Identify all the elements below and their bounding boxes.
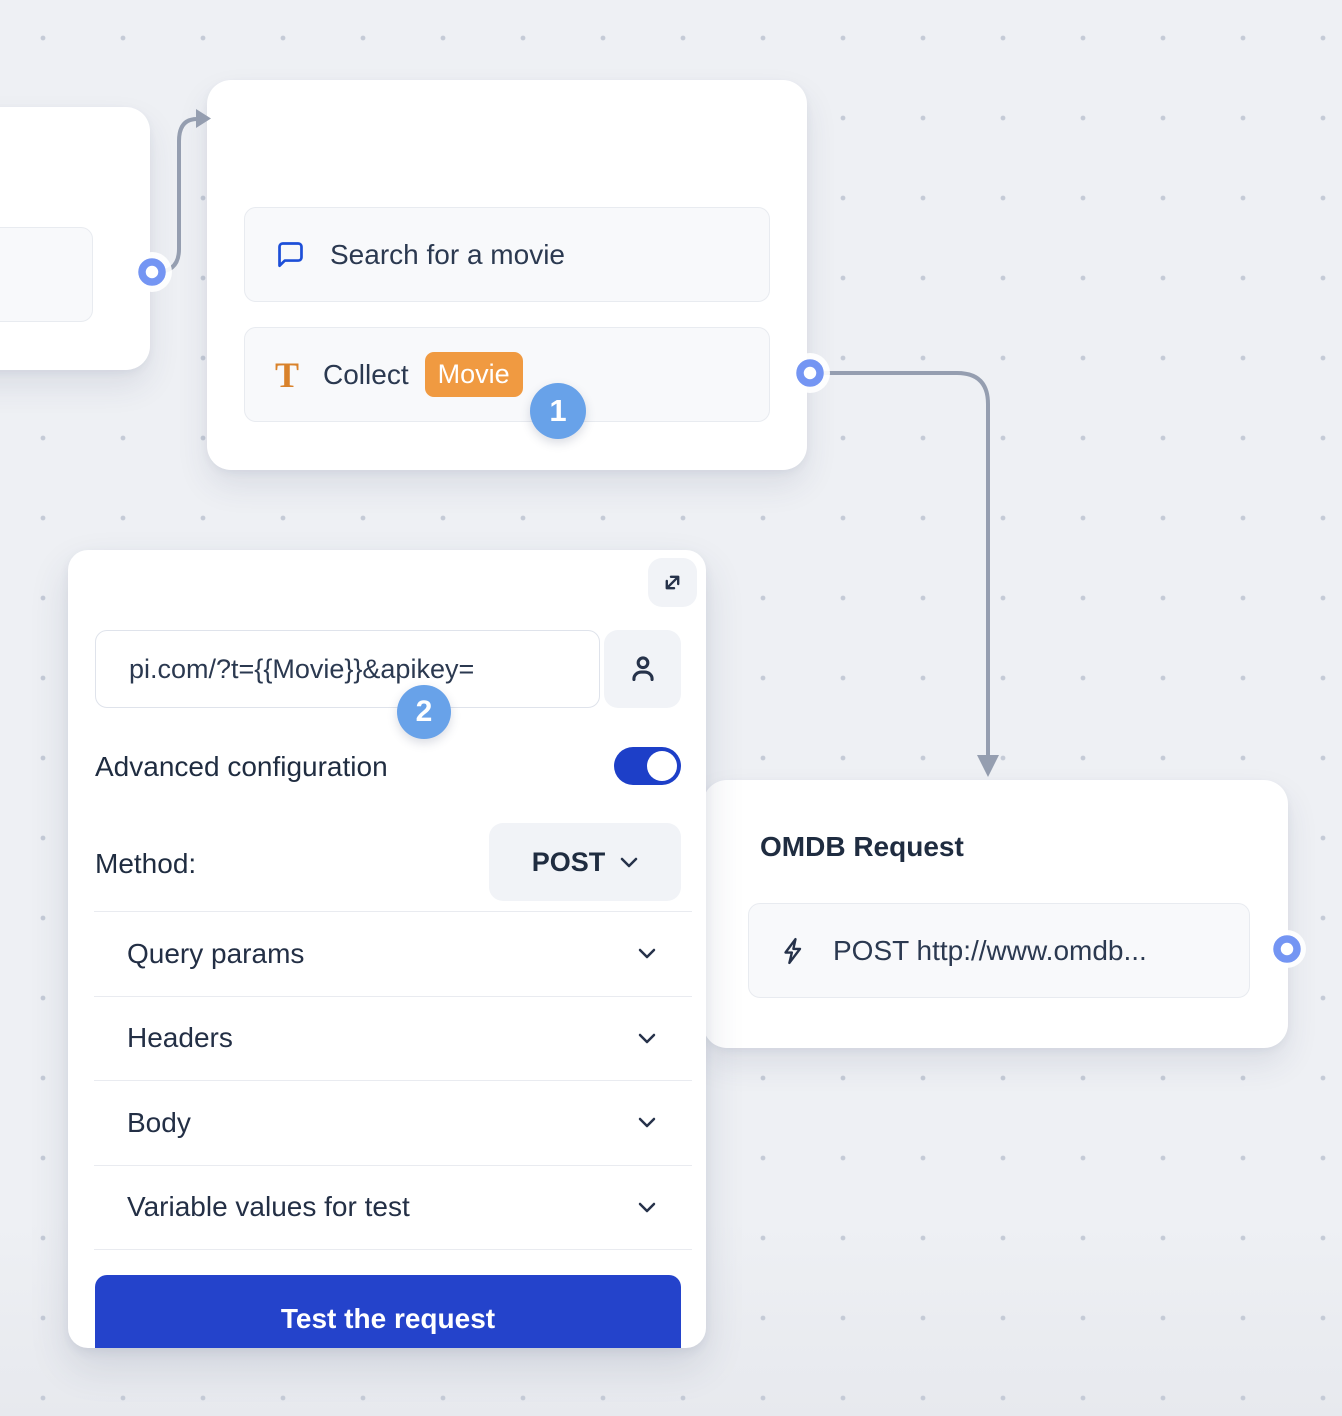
webhook-config-panel: Advanced configuration Method: POST Quer… <box>68 550 706 1348</box>
block-label: Collect <box>323 358 409 390</box>
movie-search-node[interactable]: Movie search Search for a movie T Collec… <box>207 80 807 470</box>
lightning-icon <box>784 937 802 964</box>
step-badge-2: 2 <box>397 685 451 739</box>
person-icon <box>631 656 654 682</box>
toggle-knob <box>647 751 677 781</box>
test-request-button[interactable]: Test the request <box>95 1275 681 1348</box>
expand-icon <box>665 575 680 590</box>
chevron-down-icon <box>638 1033 656 1043</box>
collect-block[interactable]: T Collect Movie <box>244 327 770 422</box>
section-label: Variable values for test <box>127 1191 410 1223</box>
collapsible-sections: Query params Headers Body Variable value… <box>94 911 692 1250</box>
expand-button[interactable] <box>648 558 697 607</box>
node-item[interactable] <box>0 227 93 322</box>
section-variable-values[interactable]: Variable values for test <box>94 1166 692 1250</box>
step-badge-1: 1 <box>530 383 586 439</box>
message-block[interactable]: Search for a movie <box>244 207 770 302</box>
section-headers[interactable]: Headers <box>94 997 692 1081</box>
advanced-configuration-toggle[interactable] <box>614 747 681 785</box>
method-label: Method: <box>95 848 197 879</box>
chat-bubble-icon <box>278 242 303 268</box>
section-body[interactable]: Body <box>94 1081 692 1166</box>
method-value: POST <box>531 846 606 877</box>
url-input[interactable] <box>95 630 600 708</box>
block-label: POST http://www.omdb... <box>833 934 1147 966</box>
edge-movie-to-omdb <box>808 371 990 759</box>
chevron-down-icon <box>638 949 656 959</box>
advanced-configuration-label: Advanced configuration <box>95 751 388 782</box>
block-label: Search for a movie <box>330 238 565 270</box>
partial-node[interactable] <box>0 107 150 370</box>
chevron-down-icon <box>638 1202 656 1212</box>
omdb-request-node[interactable]: OMDB Request POST http://www.omdb... <box>703 780 1288 1048</box>
arrowhead-down-icon <box>977 755 999 777</box>
webhook-block[interactable]: POST http://www.omdb... <box>748 903 1250 998</box>
method-dropdown[interactable]: POST <box>489 823 681 901</box>
section-label: Headers <box>127 1022 233 1054</box>
edge-left-to-movie <box>150 117 199 274</box>
section-query-params[interactable]: Query params <box>94 912 692 997</box>
section-label: Body <box>127 1106 191 1138</box>
text-input-icon: T <box>275 354 300 395</box>
variable-chip[interactable]: Movie <box>424 352 523 397</box>
person-button[interactable] <box>604 630 681 708</box>
node-title: OMDB Request <box>760 831 964 862</box>
chevron-down-icon <box>638 1118 656 1128</box>
section-label: Query params <box>127 937 305 969</box>
chevron-down-icon <box>621 857 638 867</box>
